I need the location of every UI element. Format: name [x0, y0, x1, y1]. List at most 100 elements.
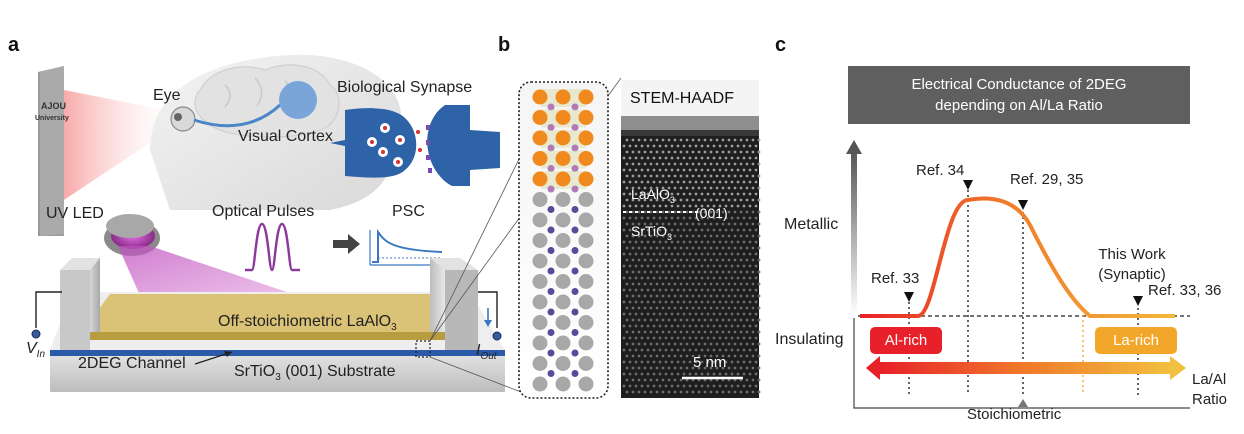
- stem-atom-column: [679, 222, 683, 226]
- stem-atom-column: [637, 390, 641, 394]
- stem-atom-column: [757, 198, 761, 202]
- stem-atom-column: [700, 156, 704, 160]
- stem-atom-column: [676, 192, 680, 196]
- la-atom: [532, 171, 548, 187]
- stem-atom-column: [637, 282, 641, 286]
- stem-atom-column: [673, 210, 677, 214]
- stem-atom-column: [646, 180, 650, 184]
- sr-atom: [578, 356, 594, 371]
- stem-atom-column: [694, 144, 698, 148]
- ti-atom: [571, 349, 579, 357]
- stem-atom-column: [625, 258, 629, 262]
- stem-atom-column: [652, 192, 656, 196]
- stem-atom-column: [727, 174, 731, 178]
- stem-atom-column: [640, 348, 644, 352]
- stem-atom-column: [718, 372, 722, 376]
- stem-atom-column: [691, 258, 695, 262]
- stem-atom-column: [703, 378, 707, 382]
- stem-atom-column: [691, 234, 695, 238]
- stem-atom-column: [655, 150, 659, 154]
- stem-atom-column: [727, 318, 731, 322]
- stem-atom-column: [718, 144, 722, 148]
- stem-atom-column: [742, 192, 746, 196]
- stem-atom-column: [655, 210, 659, 214]
- stem-atom-column: [739, 210, 743, 214]
- stem-atom-column: [658, 156, 662, 160]
- stem-atom-column: [658, 216, 662, 220]
- stem-atom-column: [688, 180, 692, 184]
- stem-atom-column: [622, 312, 626, 316]
- stem-atom-column: [691, 222, 695, 226]
- stem-atom-column: [634, 336, 638, 340]
- stem-atom-column: [751, 318, 755, 322]
- stem-atom-column: [658, 144, 662, 148]
- stem-atom-column: [742, 300, 746, 304]
- stem-atom-column: [661, 210, 665, 214]
- stem-atom-column: [706, 264, 710, 268]
- stem-atom-column: [700, 372, 704, 376]
- stem-atom-column: [667, 138, 671, 142]
- stem-atom-column: [706, 216, 710, 220]
- stem-atom-column: [688, 348, 692, 352]
- stem-atom-column: [670, 144, 674, 148]
- al-rich-label: Al-rich: [884, 332, 928, 349]
- stem-atom-column: [679, 270, 683, 274]
- stem-atom-column: [625, 366, 629, 370]
- stem-atom-column: [694, 264, 698, 268]
- stem-atom-column: [745, 198, 749, 202]
- stem-atom-column: [754, 336, 758, 340]
- stem-atom-column: [622, 324, 626, 328]
- stem-atom-column: [670, 324, 674, 328]
- stem-atom-column: [739, 222, 743, 226]
- stem-atom-column: [625, 342, 629, 346]
- stem-atom-column: [640, 312, 644, 316]
- stem-atom-column: [754, 168, 758, 172]
- stem-atom-column: [622, 144, 626, 148]
- stem-atom-column: [733, 318, 737, 322]
- stem-atom-column: [721, 222, 725, 226]
- stem-atom-column: [718, 228, 722, 232]
- stem-atom-column: [757, 222, 761, 226]
- i-out-text: I: [476, 342, 481, 359]
- ti-atom: [571, 226, 579, 234]
- stem-atom-column: [685, 342, 689, 346]
- stem-atom-column: [736, 216, 740, 220]
- stem-atom-column: [742, 252, 746, 256]
- stem-atom-column: [640, 300, 644, 304]
- stem-atom-column: [661, 162, 665, 166]
- stem-atom-column: [658, 288, 662, 292]
- stem-atom-column: [685, 378, 689, 382]
- stem-atom-column: [715, 282, 719, 286]
- stem-atom-column: [733, 174, 737, 178]
- stem-atom-column: [748, 264, 752, 268]
- stem-atom-column: [712, 360, 716, 364]
- stem-atom-column: [694, 360, 698, 364]
- stem-atom-column: [742, 312, 746, 316]
- stem-atom-column: [625, 234, 629, 238]
- stem-atom-column: [724, 264, 728, 268]
- stem-atom-column: [757, 318, 761, 322]
- stem-atom-column: [751, 174, 755, 178]
- stem-atom-column: [685, 174, 689, 178]
- stem-atom-column: [736, 204, 740, 208]
- stem-atom-column: [637, 330, 641, 334]
- stem-atom-column: [739, 354, 743, 358]
- stem-atom-column: [730, 360, 734, 364]
- stem-atom-column: [622, 336, 626, 340]
- stem-atom-column: [622, 156, 626, 160]
- stem-atom-column: [748, 324, 752, 328]
- stem-atom-column: [682, 240, 686, 244]
- stem-atom-column: [658, 276, 662, 280]
- metallic-label: Metallic: [784, 216, 839, 233]
- stem-atom-column: [655, 306, 659, 310]
- stem-atom-column: [685, 198, 689, 202]
- stem-atom-column: [712, 144, 716, 148]
- stem-atom-column: [748, 228, 752, 232]
- stem-atom-column: [640, 180, 644, 184]
- stem-atom-column: [748, 348, 752, 352]
- stem-atom-column: [667, 294, 671, 298]
- stem-atom-column: [724, 300, 728, 304]
- stem-atom-column: [637, 246, 641, 250]
- stem-atom-column: [718, 360, 722, 364]
- stem-atom-column: [676, 204, 680, 208]
